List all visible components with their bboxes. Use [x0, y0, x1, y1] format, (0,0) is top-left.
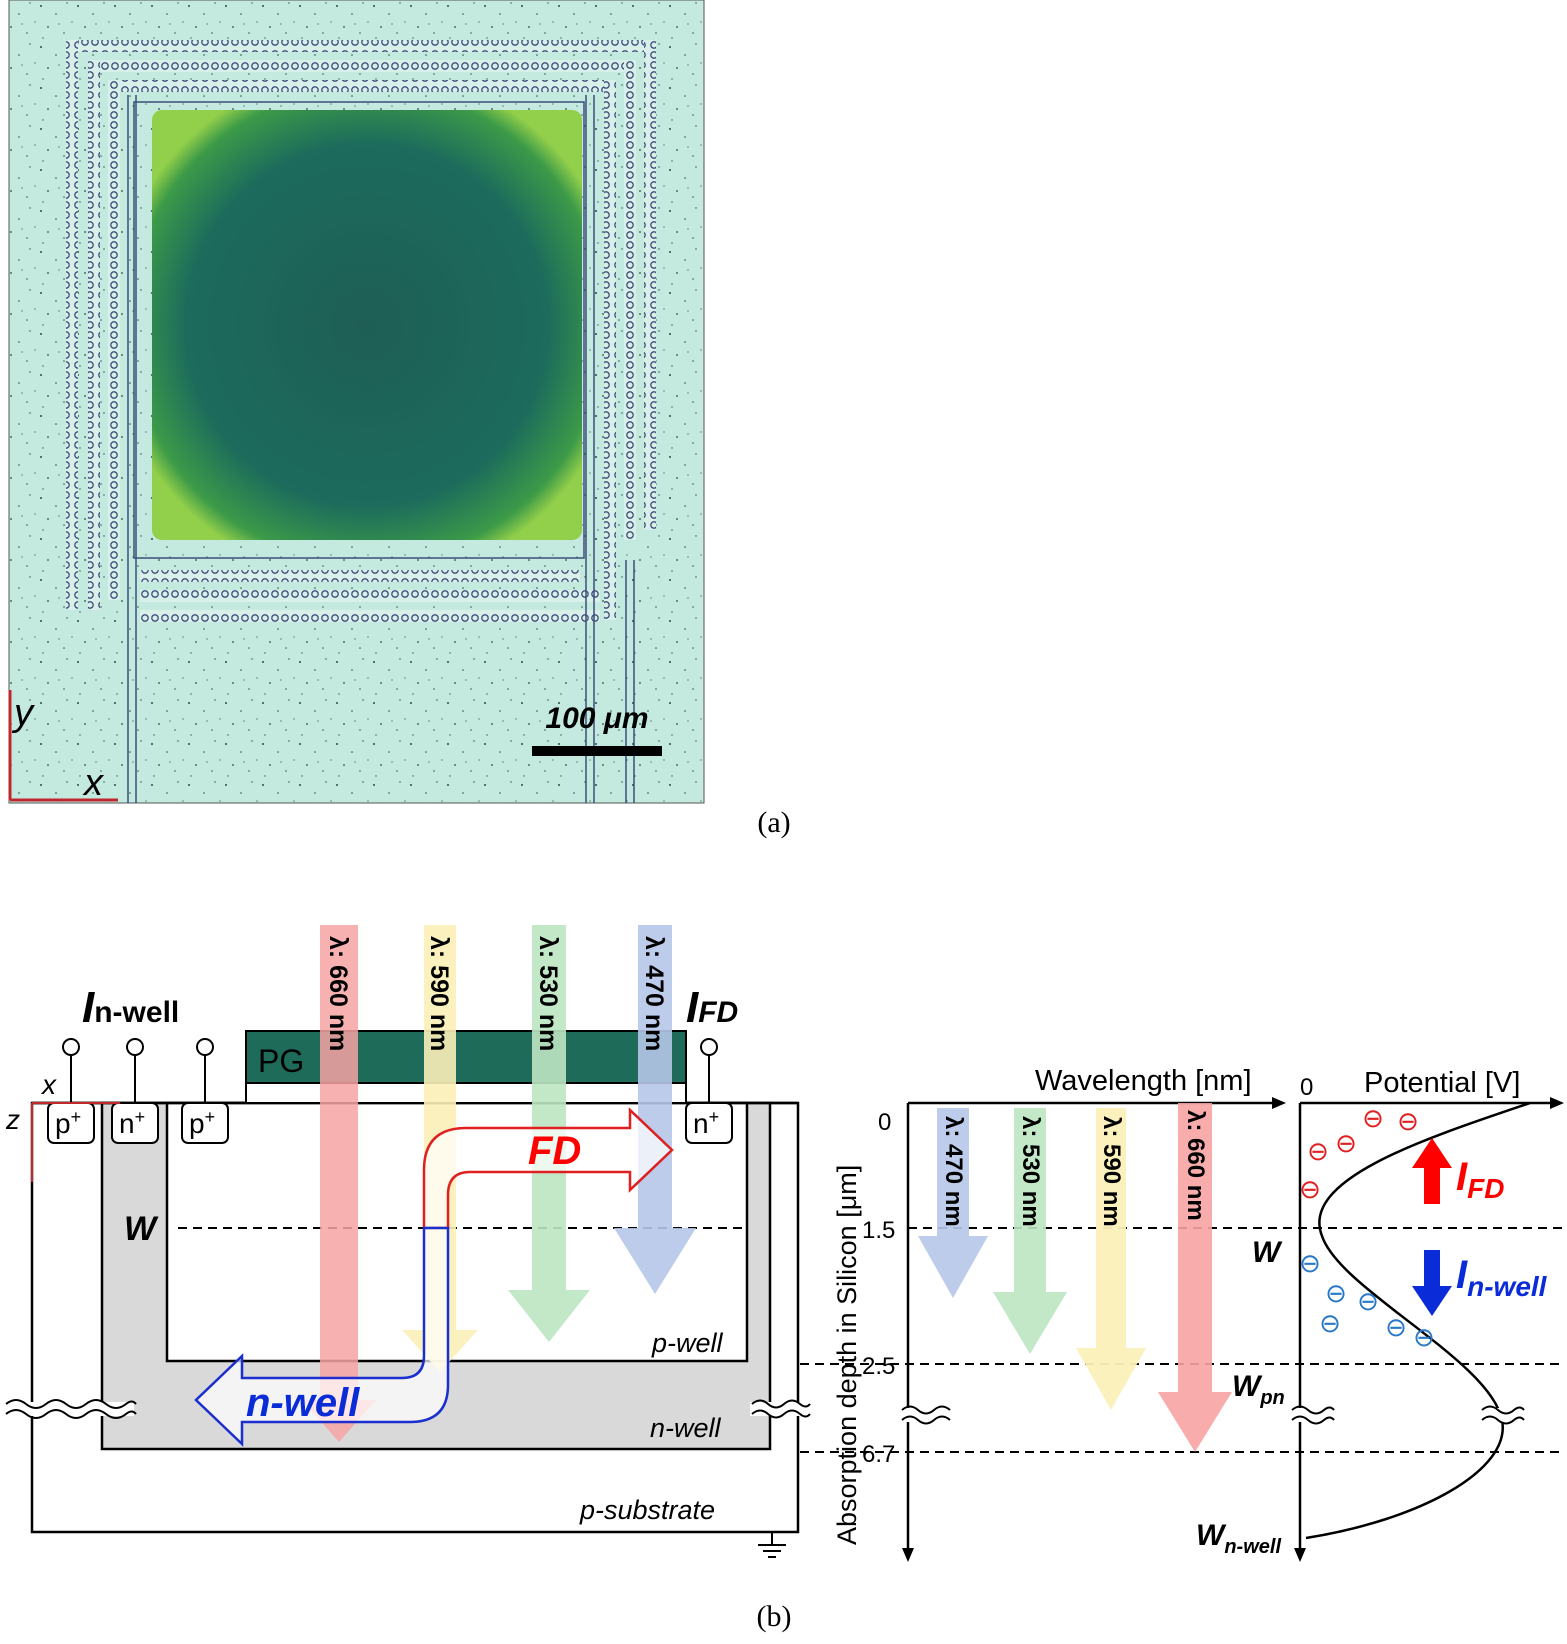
pg-label: PG — [258, 1043, 304, 1079]
svg-text:n+: n+ — [693, 1107, 719, 1139]
region-label-n-well: n-well — [650, 1413, 722, 1443]
panel-b-depth-plot: Wavelength [nm] Absorption depth in Sili… — [800, 1065, 1565, 1562]
depth-arrow-590: λ: 590 nm — [1076, 1108, 1146, 1410]
depth-arrow-470: λ: 470 nm — [918, 1108, 988, 1298]
depth-tick-2-5: 2.5 — [862, 1353, 895, 1380]
svg-text:⊖: ⊖ — [1299, 1248, 1321, 1278]
svg-text:⊖: ⊖ — [1413, 1322, 1435, 1352]
potential-curve — [1305, 1101, 1531, 1540]
ground-symbol — [758, 1532, 786, 1558]
svg-text:λ: 660 nm: λ: 660 nm — [1182, 1110, 1209, 1221]
svg-text:⊖: ⊖ — [1325, 1278, 1347, 1308]
w-label: W — [124, 1210, 159, 1248]
electrons-nwell: ⊖ ⊖ ⊖ ⊖ ⊖ ⊖ — [1299, 1248, 1435, 1352]
contact-p-plus-1: p+ — [47, 1038, 95, 1144]
panel-b-potential-plot: Potential [V] 0 ⊖ ⊖ ⊖ ⊖ ⊖ ⊖ ⊖ ⊖ ⊖ ⊖ — [1196, 1067, 1564, 1562]
depth-tick-0: 0 — [878, 1109, 891, 1136]
potential-wnwell-label: Wn-well — [1196, 1519, 1281, 1558]
pg-gate — [245, 1030, 687, 1084]
fd-flow-arrow — [422, 1107, 674, 1230]
depth-arrow-530: λ: 530 nm — [993, 1108, 1067, 1354]
svg-text:⊖: ⊖ — [1357, 1286, 1379, 1316]
svg-text:λ: 530 nm: λ: 530 nm — [534, 936, 562, 1051]
svg-text:⊖: ⊖ — [1319, 1308, 1341, 1338]
potential-axis-label: Potential [V] — [1364, 1067, 1520, 1099]
svg-text:⊖: ⊖ — [1299, 1174, 1321, 1204]
axis-x-label: x — [82, 762, 105, 804]
i-fd-arrow — [1412, 1138, 1452, 1204]
potential-wpn-label: Wpn — [1232, 1370, 1285, 1409]
svg-text:⊖: ⊖ — [1397, 1106, 1419, 1136]
light-arrow-660: λ: 660 nm — [302, 925, 376, 1442]
i-fd-potential-label: IFD — [1456, 1155, 1504, 1204]
caption-a: (a) — [757, 806, 790, 839]
svg-text:λ: 470 nm: λ: 470 nm — [640, 936, 668, 1051]
contact-n-plus-1: n+ — [111, 1038, 159, 1144]
fd-flow-label: FD — [528, 1129, 581, 1173]
svg-text:⊖: ⊖ — [1362, 1103, 1384, 1133]
axis-y-label: y — [11, 692, 35, 734]
svg-text:λ: 590 nm: λ: 590 nm — [1098, 1116, 1125, 1227]
svg-text:λ: 530 nm: λ: 530 nm — [1017, 1116, 1044, 1227]
region-label-p-well: p-well — [651, 1328, 724, 1358]
svg-text:p+: p+ — [55, 1107, 81, 1139]
potential-origin-label: 0 — [1300, 1074, 1313, 1101]
i-fd-label: IFD — [686, 983, 738, 1032]
electrons-fd: ⊖ ⊖ ⊖ ⊖ ⊖ — [1299, 1103, 1419, 1204]
wavelength-axis-label: Wavelength [nm] — [1035, 1065, 1252, 1097]
pg-gate-oxide — [245, 1082, 687, 1104]
i-nwell-arrow — [1412, 1250, 1452, 1316]
depth-tick-6-7: 6.7 — [862, 1441, 895, 1468]
svg-text:n+: n+ — [119, 1107, 145, 1139]
n-well-flow-label: n-well — [246, 1381, 360, 1425]
depth-arrow-660: λ: 660 nm — [1158, 1103, 1232, 1452]
break-marks-right — [750, 1399, 812, 1419]
i-nwell-potential-label: In-well — [1456, 1253, 1548, 1302]
region-label-p-substrate: p-substrate — [579, 1495, 715, 1525]
light-arrow-470: λ: 470 nm — [614, 925, 696, 1294]
axis-z-label: z — [5, 1104, 20, 1135]
scale-bar-label: 100 μm — [545, 702, 648, 735]
panel-b-cross-section: PG p+ n+ p+ n+ In-well IFD — [4, 925, 812, 1558]
scale-bar — [532, 746, 662, 756]
depth-axis-label: Absorption depth in Silicon [μm] — [832, 1165, 862, 1545]
svg-text:λ: 470 nm: λ: 470 nm — [940, 1116, 967, 1227]
contact-n-plus-fd: n+ — [685, 1038, 733, 1144]
photodiode-pad — [152, 110, 582, 540]
depth-axis-break — [900, 1405, 951, 1425]
panel-a-micrograph: 100 μm y x — [8, 0, 705, 804]
axis-x-label-b: x — [40, 1069, 57, 1100]
depth-tick-1-5: 1.5 — [862, 1217, 895, 1244]
svg-text:λ: 660 nm: λ: 660 nm — [324, 936, 352, 1051]
i-nwell-label: In-well — [82, 983, 179, 1032]
svg-text:p+: p+ — [189, 1107, 215, 1139]
svg-text:⊖: ⊖ — [1335, 1128, 1357, 1158]
potential-axis-break — [1290, 1405, 1526, 1425]
contact-p-plus-2: p+ — [181, 1038, 229, 1144]
svg-text:⊖: ⊖ — [1385, 1312, 1407, 1342]
potential-w-label: W — [1252, 1236, 1283, 1269]
svg-text:⊖: ⊖ — [1307, 1136, 1329, 1166]
caption-b: (b) — [757, 1600, 792, 1633]
break-marks-left — [4, 1399, 137, 1419]
guard-rings — [66, 40, 656, 803]
svg-text:λ: 590 nm: λ: 590 nm — [425, 936, 453, 1051]
